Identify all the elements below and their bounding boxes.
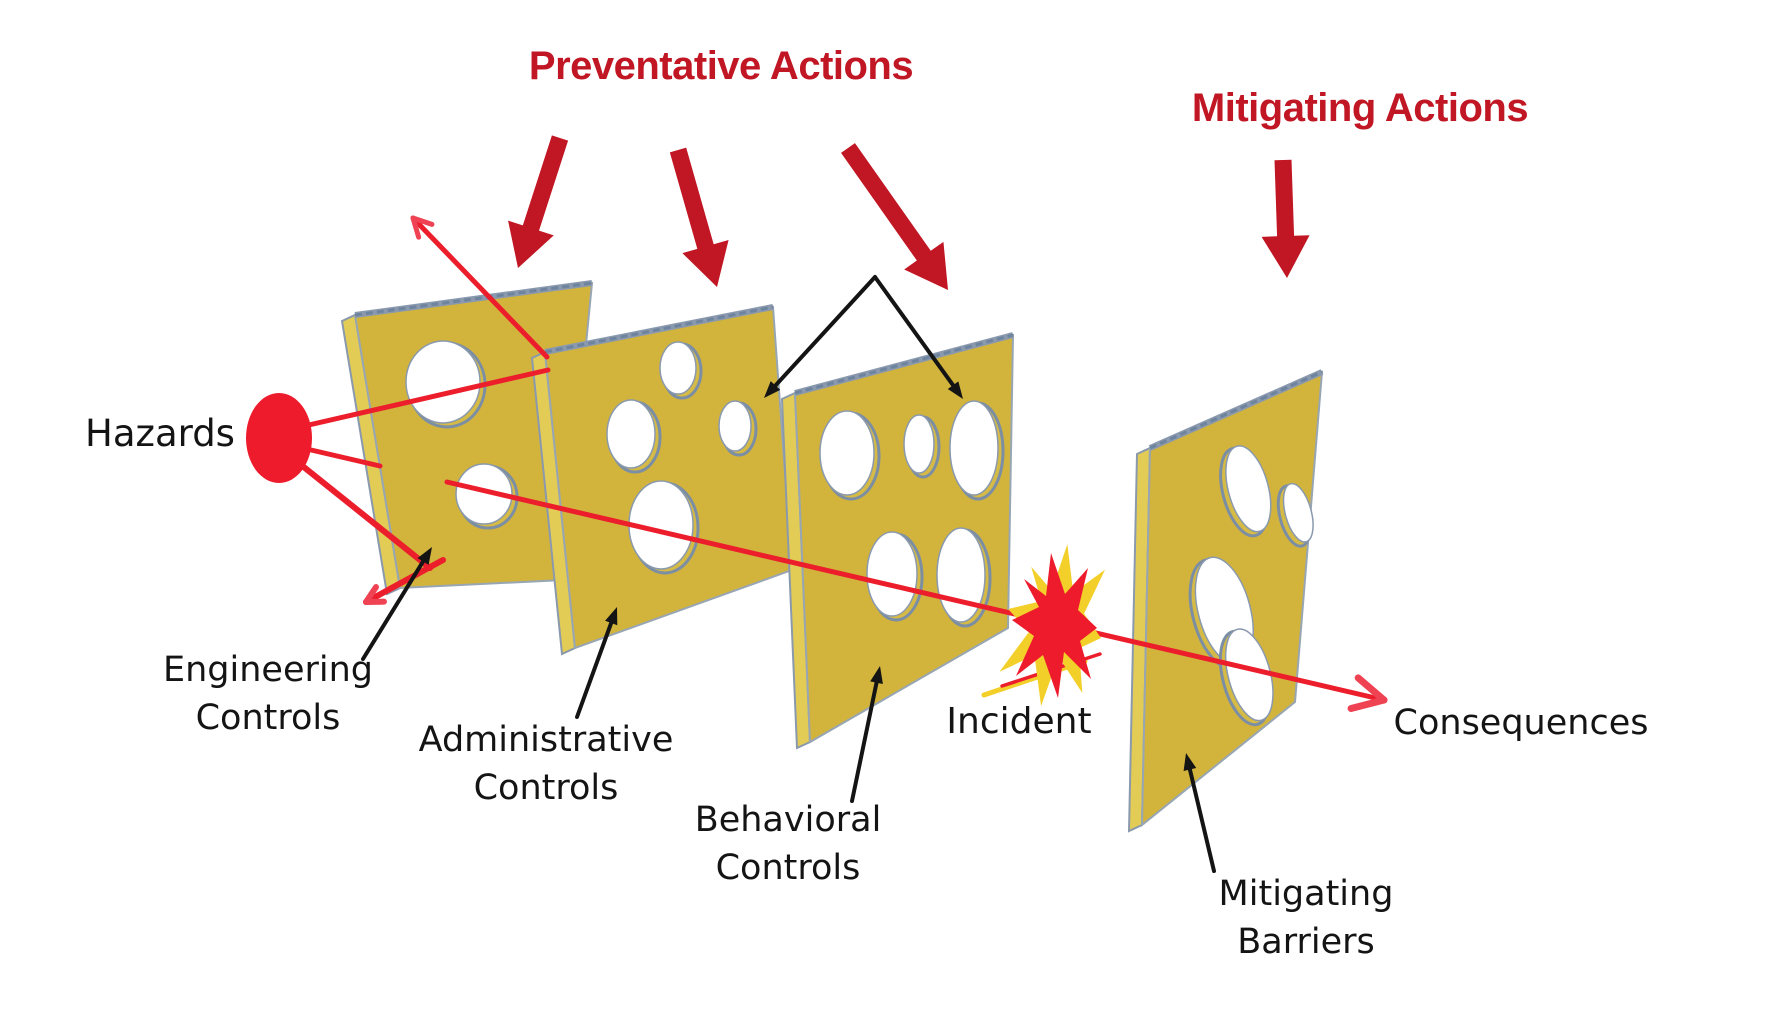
cheese-top-edge-texture <box>794 333 1014 395</box>
cheese-top-edge-texture <box>354 281 593 317</box>
pointer-administrative-controls-head <box>605 607 618 626</box>
ray-upper-blocked <box>284 367 551 433</box>
label-mitigating-barriers: Mitigating Barriers <box>1219 870 1394 966</box>
ray-main-trajectory <box>444 479 1387 703</box>
cheese-hole <box>455 463 513 525</box>
pointer-engineering-controls <box>361 559 426 661</box>
mitigating-arrow-icon <box>1261 159 1310 278</box>
consequences-arrowhead-icon <box>1354 674 1388 704</box>
ray-lower-blocked <box>282 449 433 571</box>
label-line: Engineering <box>163 650 373 690</box>
pointer-hole-left-branch <box>773 275 877 388</box>
cheese-hole <box>903 414 935 474</box>
label-incident: Incident <box>946 701 1092 742</box>
cheese-hole <box>866 531 918 617</box>
pointer-behavioral-controls <box>850 680 879 803</box>
label-line: Controls <box>715 848 861 888</box>
cheese-top-edge-texture <box>544 305 774 354</box>
cheese-hole <box>405 340 481 424</box>
pointer-hole-right-branch <box>873 275 956 388</box>
pointer-hole-left-branch-head <box>764 381 781 398</box>
label-behavioral-controls: Behavioral Controls <box>695 796 882 892</box>
starburst-icon <box>1012 553 1097 698</box>
preventative-arrow-3-icon <box>841 143 948 290</box>
cheese-top-edge-texture <box>1149 370 1323 450</box>
cheese-hole <box>659 341 697 395</box>
pointer-administrative-controls <box>575 620 614 719</box>
consequences-arrowhead-icon <box>1347 696 1388 712</box>
label-administrative-controls: Administrative Controls <box>419 716 674 812</box>
deflected-up-arrowhead-icon <box>410 215 422 240</box>
deflected-down-arrowhead-icon <box>363 584 380 605</box>
ray-deflected-down <box>363 557 446 605</box>
ray-deflected-up <box>410 215 550 360</box>
cheese-hole <box>606 399 656 469</box>
label-engineering-controls: Engineering Controls <box>163 646 373 742</box>
label-line: Behavioral <box>694 800 882 840</box>
pointer-mitigating-barriers <box>1187 767 1216 873</box>
title-mitigating-actions: Mitigating Actions <box>1191 86 1529 130</box>
deflected-up-arrowhead-icon <box>410 215 435 227</box>
label-line: Mitigating <box>1218 874 1394 914</box>
label-hazards: Hazards <box>85 412 235 455</box>
cheese-hole <box>1224 628 1274 722</box>
pointer-behavioral-controls-head <box>870 666 883 684</box>
pointer-hole-right-branch-head <box>947 381 963 399</box>
cheese-hole <box>949 400 999 496</box>
label-line: Barriers <box>1237 922 1375 962</box>
pointer-engineering-controls-head <box>417 547 432 565</box>
preventative-arrow-1-icon <box>508 135 569 268</box>
label-consequences: Consequences <box>1393 703 1649 743</box>
cheese-hole <box>718 400 752 452</box>
label-line: Controls <box>195 698 341 738</box>
cheese-hole <box>1282 482 1314 543</box>
label-line: Administrative <box>418 720 674 760</box>
preventative-arrow-2-icon <box>669 147 729 287</box>
title-preventative-actions: Preventative Actions <box>528 44 914 88</box>
pointer-mitigating-barriers-head <box>1183 753 1197 772</box>
cheese-hole <box>819 410 875 496</box>
label-line: Controls <box>473 768 619 808</box>
cheese-hole <box>1225 445 1272 533</box>
hazard-ellipse-icon <box>246 393 312 483</box>
